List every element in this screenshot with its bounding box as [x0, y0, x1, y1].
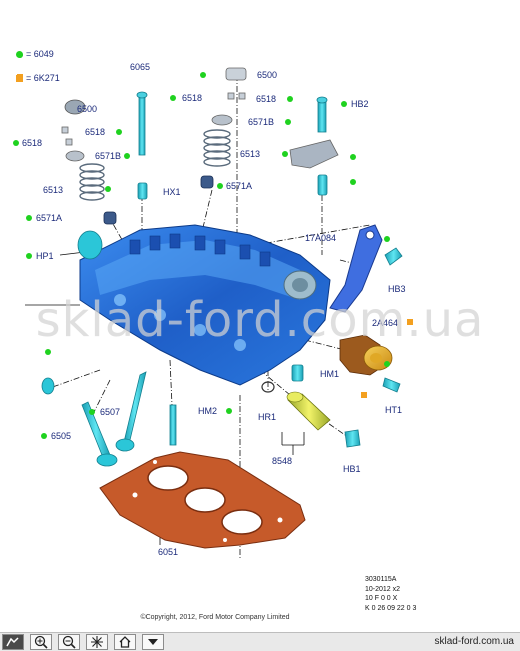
label-HR1: HR1: [258, 412, 277, 422]
copyright-text: ©Copyright, 2012, Ford Motor Company Lim…: [140, 614, 290, 621]
zoom-out-icon: [62, 635, 76, 649]
zoom-out-button[interactable]: [58, 634, 80, 650]
label-6518-left-a: 6518: [85, 127, 106, 137]
zoom-in-button[interactable]: [30, 634, 52, 650]
cylinder-head: [79, 224, 331, 386]
label-HT1: HT1: [385, 405, 403, 415]
green-dot-icon: [16, 51, 23, 59]
zoom-in-icon: [34, 635, 48, 649]
label-17A084: 17A084: [305, 233, 337, 243]
label-6571B-right: 6571B: [248, 117, 275, 127]
part-8548: [286, 391, 331, 431]
pan-hand-icon: [6, 637, 19, 647]
fit-button[interactable]: [86, 634, 108, 650]
exploded-parts-diagram: [13, 52, 413, 560]
fit-star-icon: [91, 636, 103, 648]
label-HM2: HM2: [198, 406, 218, 416]
home-icon: [119, 636, 131, 648]
label-HB1: HB1: [343, 464, 361, 474]
legend-green: = 6049: [16, 49, 54, 59]
reference-block: 3030115A 10-2012 x2 10 F 0 0 X K 0 26 09…: [365, 575, 416, 613]
label-HP1: HP1: [36, 251, 54, 261]
pan-tool-button[interactable]: [2, 634, 24, 650]
label-HB2: HB2: [351, 99, 369, 109]
site-label: sklad-ford.com.ua: [434, 636, 514, 647]
label-HX1: HX1: [163, 187, 181, 197]
legend-orange: = 6K271: [16, 73, 60, 83]
label-6571B-left: 6571B: [95, 151, 122, 161]
teal-components: [41, 67, 403, 467]
label-6513-right: 6513: [240, 149, 261, 159]
bracket-17A084: [329, 224, 383, 313]
label-6065: 6065: [130, 62, 151, 72]
label-6051: 6051: [158, 547, 179, 557]
valve-springs: [79, 129, 231, 201]
label-HM1: HM1: [320, 369, 340, 379]
chevron-down-icon: [148, 639, 158, 645]
orange-square-icon: [16, 75, 23, 83]
viewer-toolbar: sklad-ford.com.ua: [0, 632, 520, 651]
label-6571A-left: 6571A: [36, 213, 63, 223]
ref-line-2: 10-2012 x2: [365, 585, 401, 593]
label-6518-left-b: 6518: [22, 138, 43, 148]
thermostat-housing: [339, 334, 393, 376]
label-6500-left: 6500: [77, 104, 98, 114]
label-6500-right: 6500: [257, 70, 278, 80]
label-6507: 6507: [100, 407, 121, 417]
menu-button[interactable]: [142, 634, 164, 650]
home-button[interactable]: [114, 634, 136, 650]
label-8548: 8548: [272, 456, 293, 466]
label-2A464: 2A464: [372, 318, 399, 328]
label-6518-right-a: 6518: [182, 93, 203, 103]
ring-HR1: [261, 381, 275, 393]
ref-line-1: 3030115A: [365, 576, 397, 583]
label-6505: 6505: [51, 431, 72, 441]
ref-line-3: 10 F 0 0 X: [365, 595, 398, 602]
cylinder-head-gasket: [99, 451, 306, 549]
label-6513-left: 6513: [43, 185, 64, 195]
label-HB3: HB3: [388, 284, 406, 294]
ref-line-4: K 0 26 09 22 0 3: [365, 604, 417, 612]
label-6518-right-b: 6518: [256, 94, 277, 104]
label-6571A-right: 6571A: [226, 181, 253, 191]
